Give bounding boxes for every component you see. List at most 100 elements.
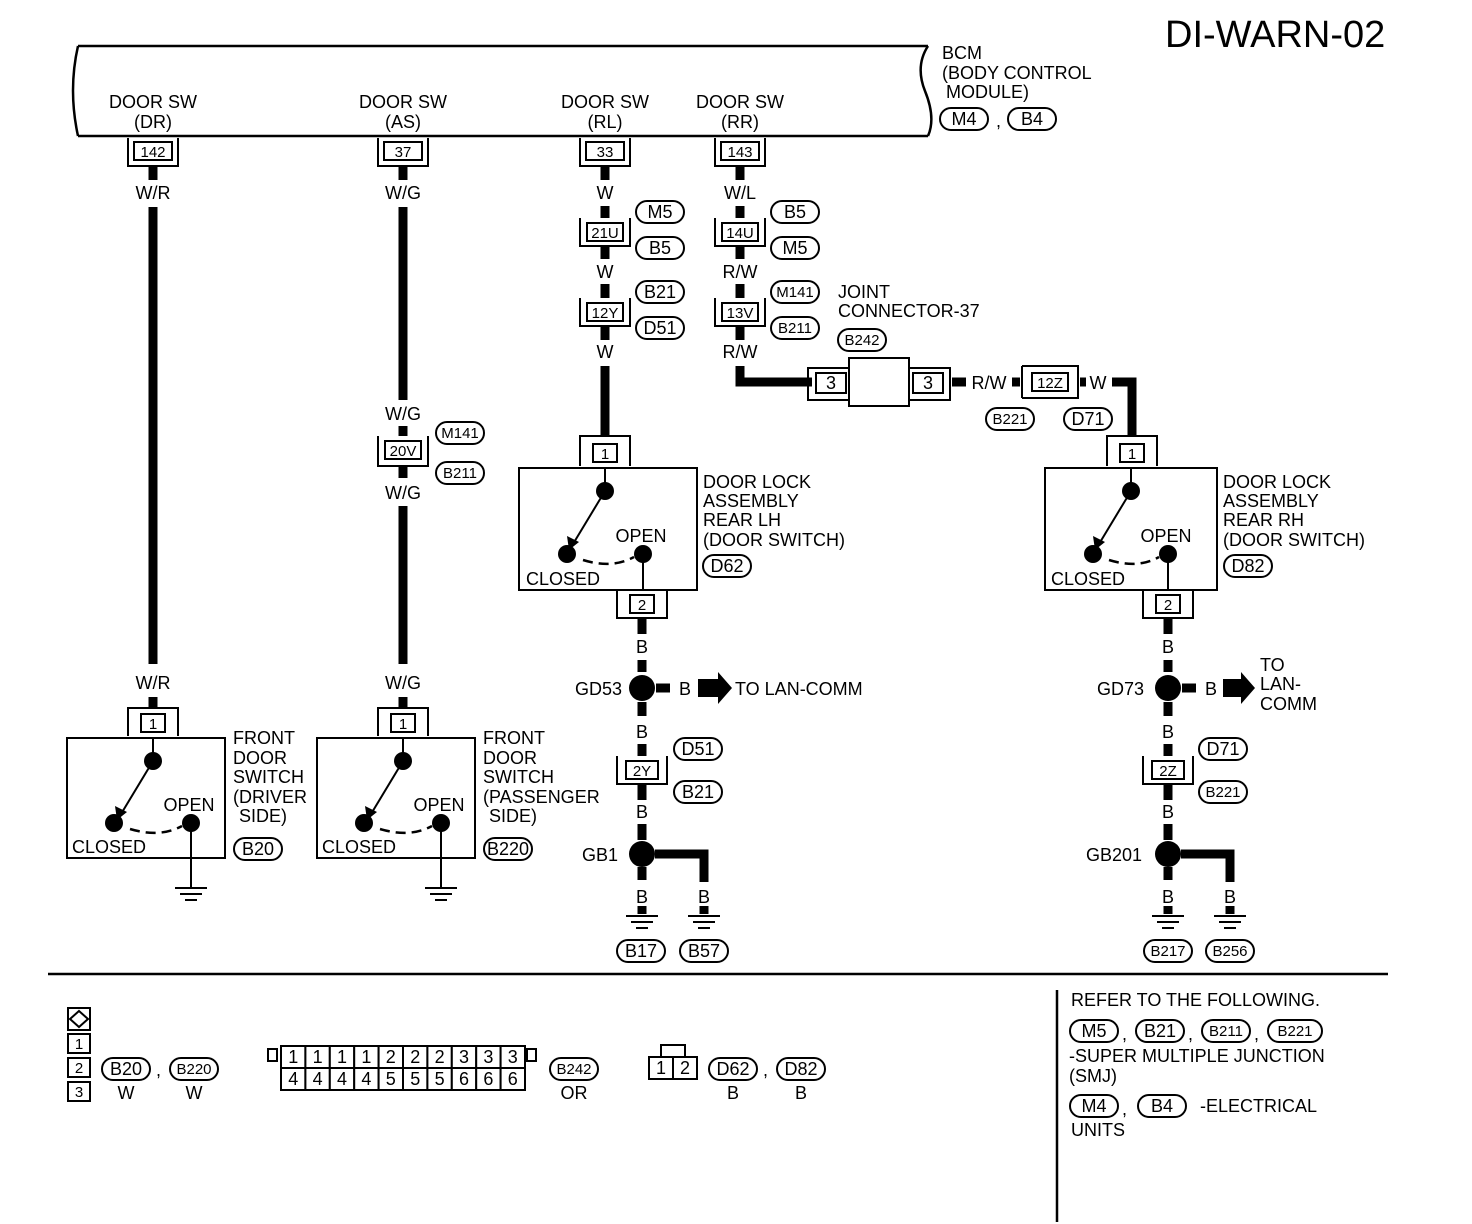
svg-text:13V: 13V <box>727 305 754 322</box>
legend-tag-b220: B220 <box>169 1057 219 1081</box>
connector-tag-b57: B57 <box>679 939 729 963</box>
svg-text:D71: D71 <box>1206 739 1239 759</box>
svg-text:B220: B220 <box>487 839 529 859</box>
svg-text:,: , <box>763 1060 768 1080</box>
svg-text:GD53: GD53 <box>575 679 622 699</box>
svg-text:TO LAN-COMM: TO LAN-COMM <box>735 679 863 699</box>
svg-text:1: 1 <box>601 446 609 463</box>
bcm-pin-terminals: 142 37 33 143 <box>127 138 766 167</box>
ground-icon <box>1214 915 1246 929</box>
svg-text:OPEN: OPEN <box>615 526 666 546</box>
svg-text:1: 1 <box>399 716 407 733</box>
svg-text:,: , <box>1122 1099 1127 1119</box>
svg-text:B221: B221 <box>1205 784 1240 801</box>
bcm-desc-line2: MODULE) <box>946 82 1029 102</box>
svg-text:B: B <box>636 802 648 822</box>
pin-33: 33 <box>597 144 614 161</box>
svg-text:D82: D82 <box>1231 556 1264 576</box>
svg-text:B21: B21 <box>1144 1021 1176 1041</box>
legend-tag-b242: B242 <box>549 1057 599 1081</box>
svg-text:W: W <box>118 1083 135 1103</box>
svg-text:B: B <box>1224 887 1236 907</box>
svg-text:TO: TO <box>1260 655 1285 675</box>
connector-tag-b221-lower: B221 <box>1198 780 1248 804</box>
connector-tag-b211: B211 <box>435 461 485 485</box>
legend-connector-2pin: 1 2 D62 , D82 B B <box>648 1044 826 1103</box>
svg-text:COMM: COMM <box>1260 694 1317 714</box>
svg-text:12Y: 12Y <box>592 305 619 322</box>
legend-pin-number: 3 <box>459 1047 469 1067</box>
svg-text:B: B <box>1162 887 1174 907</box>
tag-separator: , <box>996 111 1001 131</box>
svg-text:B: B <box>636 887 648 907</box>
svg-text:W/G: W/G <box>385 404 421 424</box>
svg-text:(PASSENGER: (PASSENGER <box>483 787 600 807</box>
svg-text:D51: D51 <box>643 318 676 338</box>
svg-text:CLOSED: CLOSED <box>322 837 396 857</box>
ground-icon <box>175 887 207 901</box>
svg-text:B: B <box>795 1083 807 1103</box>
connector-tag-d51: D51 <box>635 316 685 340</box>
legend-pin-number: 6 <box>483 1069 493 1089</box>
svg-text:(DOOR SWITCH): (DOOR SWITCH) <box>703 530 845 550</box>
svg-text:ASSEMBLY: ASSEMBLY <box>1223 491 1319 511</box>
ground-icon <box>425 887 457 901</box>
svg-text:B256: B256 <box>1212 943 1247 960</box>
svg-text:B: B <box>698 887 710 907</box>
svg-text:W: W <box>186 1083 203 1103</box>
legend-connector-3pin: 1 2 3 B20 , B220 W W <box>67 1007 219 1103</box>
svg-text:OR: OR <box>561 1083 588 1103</box>
svg-text:2Y: 2Y <box>633 763 651 780</box>
legend-pin-number: 4 <box>313 1069 323 1089</box>
ground-point-gd53 <box>629 675 655 701</box>
svg-text:B211: B211 <box>443 465 477 482</box>
svg-text:R/W: R/W <box>723 342 758 362</box>
pin-label-rr-line1: DOOR SW <box>696 92 784 112</box>
joint-connector-label-line2: CONNECTOR-37 <box>838 301 980 321</box>
connector-tag-m141: M141 <box>435 421 485 445</box>
svg-text:D82: D82 <box>784 1059 817 1079</box>
svg-text:W: W <box>597 183 614 203</box>
connector-tag-d51-lower: D51 <box>673 737 723 761</box>
svg-text:3: 3 <box>923 373 933 393</box>
refer-section: REFER TO THE FOLLOWING. M5 , B21 , B211 … <box>1069 990 1325 1140</box>
connector-tag-d82: D82 <box>1223 554 1273 578</box>
svg-text:B: B <box>636 722 648 742</box>
switch-open-label: OPEN <box>163 795 214 815</box>
pin-label-as-line1: DOOR SW <box>359 92 447 112</box>
svg-text:REAR RH: REAR RH <box>1223 510 1304 530</box>
pin-label-dr-line1: DOOR SW <box>109 92 197 112</box>
connector-tag-b220: B220 <box>483 837 533 861</box>
svg-text:DOOR LOCK: DOOR LOCK <box>1223 472 1331 492</box>
pin-143: 143 <box>727 144 752 161</box>
connector-tag-d62: D62 <box>702 554 752 578</box>
legend-pin-number: 1 <box>288 1047 298 1067</box>
svg-text:LAN-: LAN- <box>1260 674 1301 694</box>
legend-pin-number: 4 <box>361 1069 371 1089</box>
svg-text:R/W: R/W <box>972 373 1007 393</box>
legend-pin-number: 2 <box>386 1047 396 1067</box>
svg-text:CLOSED: CLOSED <box>526 569 600 589</box>
svg-text:B21: B21 <box>644 282 676 302</box>
legend-pin-number: 3 <box>508 1047 518 1067</box>
legend-pin-number: 6 <box>508 1069 518 1089</box>
svg-text:,: , <box>1188 1024 1193 1044</box>
circuit-rear-left-door: W 21U M5 B5 W 12Y B21 D51 W 1 OPEN CLOSE… <box>518 166 863 963</box>
svg-text:B17: B17 <box>625 941 657 961</box>
circuit-rear-right-door: W/L 14U B5 M5 R/W 13V M141 B211 R/W JOIN… <box>714 166 1365 963</box>
switch-closed-label: CLOSED <box>72 837 146 857</box>
pin-label-rl-line1: DOOR SW <box>561 92 649 112</box>
connector-tag-m5: M5 <box>635 200 685 224</box>
svg-text:D71: D71 <box>1071 409 1104 429</box>
svg-text:2: 2 <box>1164 597 1172 614</box>
svg-text:3: 3 <box>826 373 836 393</box>
svg-text:B: B <box>727 1083 739 1103</box>
pin-label-dr-line2: (DR) <box>134 112 172 132</box>
pin-label-rl-line2: (RL) <box>588 112 623 132</box>
svg-text:12Z: 12Z <box>1037 375 1063 392</box>
legend-pin-number: 6 <box>459 1069 469 1089</box>
svg-text:W/G: W/G <box>385 183 421 203</box>
svg-text:SWITCH: SWITCH <box>483 767 554 787</box>
svg-text:B57: B57 <box>688 941 720 961</box>
